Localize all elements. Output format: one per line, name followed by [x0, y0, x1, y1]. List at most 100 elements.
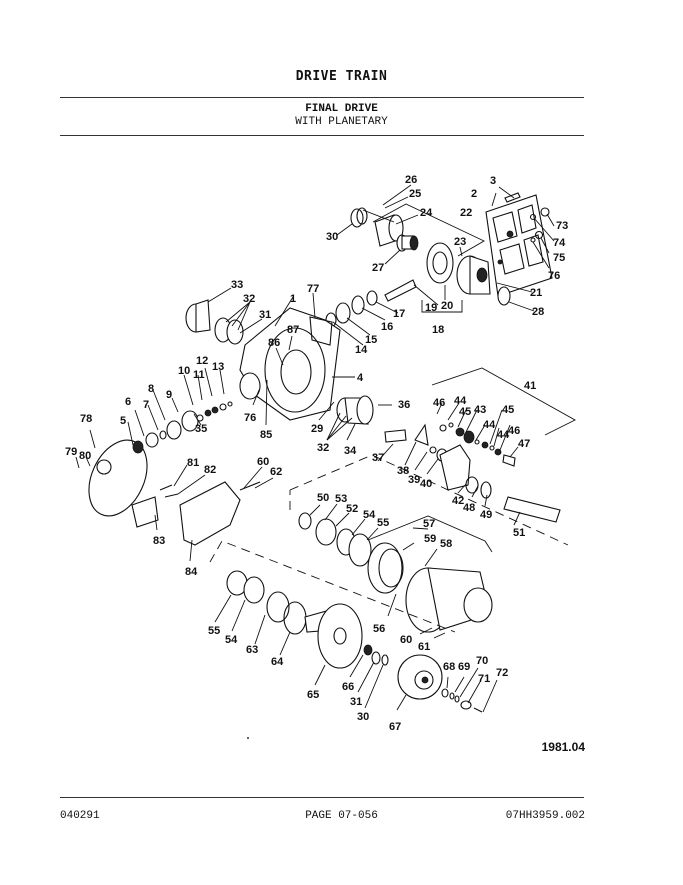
- header-divider-top: [60, 97, 584, 98]
- callout-38: 38: [397, 465, 409, 477]
- parts-5-13: [132, 401, 233, 454]
- illustration-reference-number: 1981.04: [541, 740, 585, 754]
- shaft-part-51: [465, 476, 561, 523]
- callout-80: 80: [79, 450, 91, 462]
- callout-10: 10: [178, 365, 190, 377]
- bearing-cone-part-30: [350, 207, 368, 228]
- main-housing-part-1: [239, 307, 341, 421]
- callout-5: 5: [120, 415, 126, 427]
- section-subtitle: WITH PLANETARY: [295, 116, 388, 128]
- group-bracket-41: [431, 367, 576, 436]
- callout-43: 43: [474, 404, 486, 416]
- callout-17: 17: [393, 308, 405, 320]
- callout-48: 48: [463, 502, 475, 514]
- callout-8: 8: [148, 383, 154, 395]
- callout-65: 65: [307, 689, 319, 701]
- callout-52: 52: [346, 503, 358, 515]
- leader-lines: [75, 184, 555, 713]
- planetary-parts-50-55: [298, 512, 372, 567]
- callout-31-lower: 31: [350, 696, 362, 708]
- callout-44-b: 44: [483, 419, 496, 431]
- callout-69: 69: [458, 661, 470, 673]
- callout-27: 27: [372, 262, 384, 274]
- caliper-part-83: [131, 496, 159, 528]
- callout-30-upper: 30: [326, 231, 338, 243]
- wheel-hub-part-65: [304, 603, 363, 669]
- shift-parts-37-47: [384, 422, 516, 491]
- parts-14-17: [325, 290, 378, 328]
- callout-47: 47: [518, 438, 530, 450]
- gear-part-27: [396, 234, 419, 252]
- callout-56: 56: [373, 623, 385, 635]
- callout-76-lower: 76: [244, 412, 256, 424]
- callout-13: 13: [212, 361, 224, 373]
- callout-41: 41: [524, 380, 536, 392]
- bearing-cup-part-33: [185, 299, 211, 333]
- callout-73: 73: [556, 220, 568, 232]
- callout-51: 51: [513, 527, 525, 539]
- seal-part-31: [214, 317, 244, 345]
- hub-part-34: [336, 395, 374, 425]
- ring-gear-part-59: [367, 542, 404, 594]
- callout-75: 75: [553, 252, 565, 264]
- callout-76-upper: 76: [548, 270, 560, 282]
- callout-32-upper: 32: [243, 293, 255, 305]
- callout-50: 50: [317, 492, 329, 504]
- bracket-part-84: [179, 481, 241, 546]
- speck: [247, 737, 249, 739]
- callout-54-upper: 54: [363, 509, 376, 521]
- hardware-parts-66-72: [363, 644, 483, 713]
- callout-68: 68: [443, 661, 455, 673]
- group-bracket-57: [367, 515, 493, 553]
- callout-14: 14: [355, 344, 368, 356]
- callout-81: 81: [187, 457, 199, 469]
- callout-74: 74: [553, 237, 566, 249]
- callout-28: 28: [532, 306, 544, 318]
- callout-29: 29: [311, 423, 323, 435]
- spring-pin-parts-81-82-60-62: [159, 481, 261, 498]
- callout-57: 57: [423, 518, 435, 530]
- callout-60-upper: 60: [257, 456, 269, 468]
- callout-34: 34: [344, 445, 357, 457]
- housing-part-23: [456, 255, 491, 295]
- bearing-part-28: [497, 286, 511, 306]
- callout-23: 23: [454, 236, 466, 248]
- callout-44-c: 44: [497, 429, 510, 441]
- callout-55-lower: 55: [208, 625, 220, 637]
- callout-62: 62: [270, 466, 282, 478]
- callout-24: 24: [420, 207, 433, 219]
- callout-67: 67: [389, 721, 401, 733]
- callout-66: 66: [342, 681, 354, 693]
- callout-64: 64: [271, 656, 284, 668]
- header-divider-bottom: [60, 135, 584, 136]
- callout-33: 33: [231, 279, 243, 291]
- callout-42: 42: [452, 495, 464, 507]
- spindle-part-58: [405, 567, 493, 633]
- group-bracket-22: [372, 203, 485, 257]
- callout-53: 53: [335, 493, 347, 505]
- callout-15: 15: [365, 334, 377, 346]
- sprocket-part-67: [397, 654, 443, 700]
- callout-82: 82: [204, 464, 216, 476]
- cover-plate-part: [485, 194, 553, 297]
- callout-70: 70: [476, 655, 488, 667]
- callout-6: 6: [125, 396, 131, 408]
- callout-16: 16: [381, 321, 393, 333]
- callout-39: 39: [408, 474, 420, 486]
- callout-20: 20: [441, 300, 453, 312]
- group-bracket-18: [421, 300, 463, 313]
- callout-31-upper: 31: [259, 309, 271, 321]
- callout-30-lower: 30: [357, 711, 369, 723]
- callout-9: 9: [166, 389, 172, 401]
- callout-44-a: 44: [454, 395, 467, 407]
- callout-46-left: 46: [433, 397, 445, 409]
- callout-78: 78: [80, 413, 92, 425]
- callout-46-right: 46: [508, 425, 520, 437]
- footer-date-code: 040291: [60, 810, 100, 822]
- callout-35: 35: [195, 423, 207, 435]
- callout-83: 83: [153, 535, 165, 547]
- group-bracket-37-51: [289, 454, 569, 546]
- callout-3: 3: [490, 175, 496, 187]
- callout-61: 61: [418, 641, 430, 653]
- shaft-part-19: [384, 279, 417, 302]
